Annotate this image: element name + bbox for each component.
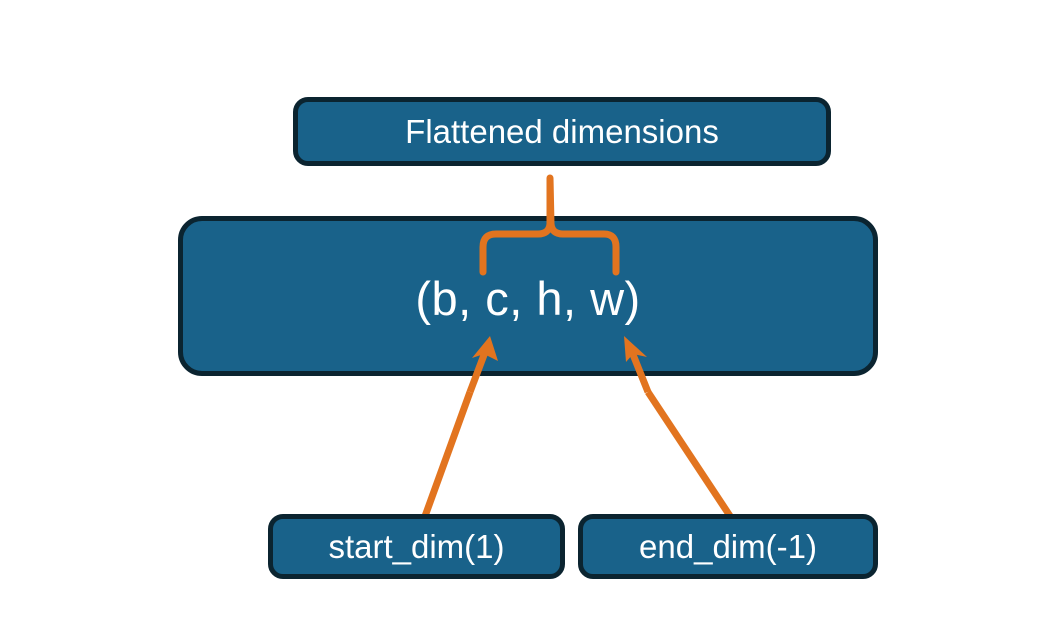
flattened-dimensions-box[interactable]: Flattened dimensions: [293, 97, 831, 166]
end-dim-label: end_dim(-1): [639, 528, 817, 565]
tensor-shape-box[interactable]: (b, c, h, w): [178, 216, 878, 376]
flattened-dimensions-label: Flattened dimensions: [405, 113, 719, 150]
start-dim-label: start_dim(1): [328, 528, 505, 565]
end-dim-box[interactable]: end_dim(-1): [578, 514, 878, 579]
end-dim-arrow-shaft-lower: [645, 390, 735, 521]
start-dim-box[interactable]: start_dim(1): [268, 514, 565, 579]
start-dim-arrow-shaft-lower: [420, 390, 474, 521]
tensor-shape-label: (b, c, h, w): [415, 271, 641, 325]
